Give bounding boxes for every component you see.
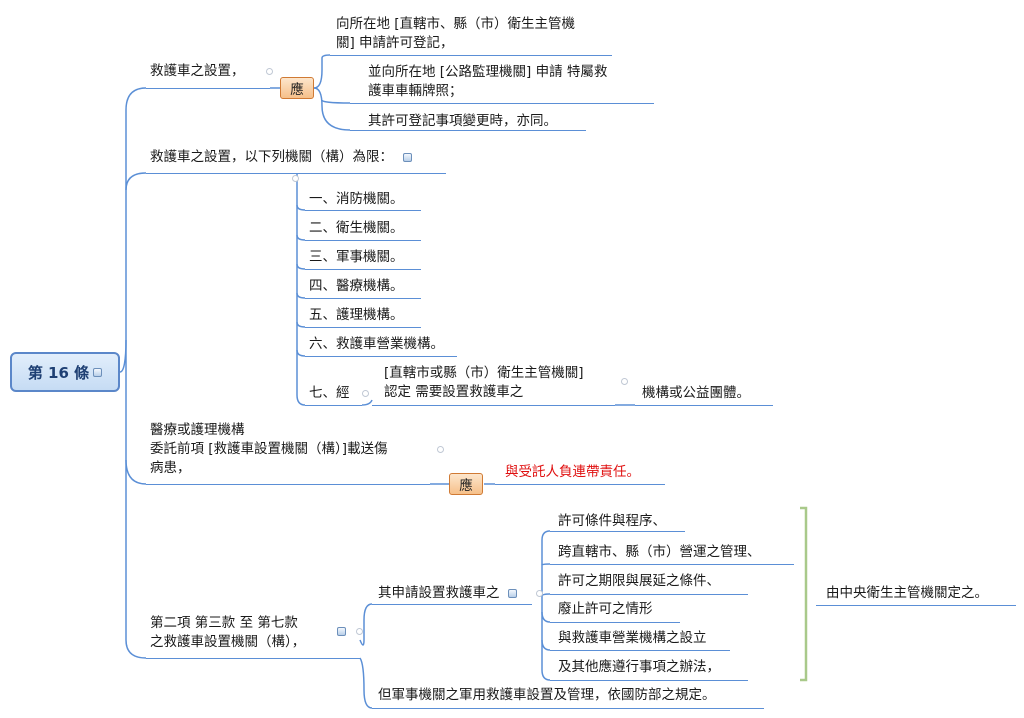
collapse-icon[interactable] bbox=[337, 627, 346, 636]
branch1-child-3[interactable]: 其許可登記事項變更時，亦同。 bbox=[368, 113, 557, 129]
branch4-text[interactable]: 第二項 第三款 至 第七款 之救護車設置機關（構）， bbox=[150, 615, 306, 650]
branch2-item-7[interactable]: 七、經 bbox=[309, 385, 350, 401]
branch4-sub1-result[interactable]: 由中央衛生主管機關定之。 bbox=[826, 585, 988, 601]
branch3-result[interactable]: 與受託人負連帶責任。 bbox=[505, 464, 640, 480]
branch2-item-7-end[interactable]: 機構或公益團體。 bbox=[642, 385, 750, 401]
branch2-item-4[interactable]: 四、醫療機構。 bbox=[309, 278, 404, 294]
branch1-child-2[interactable]: 並向所在地 [公路監理機關] 申請 特屬救 護車車輛牌照； bbox=[368, 64, 608, 99]
branch4-sub2[interactable]: 但軍事機關之軍用救護車設置及管理，依國防部之規定。 bbox=[378, 687, 716, 703]
branch2-item-5[interactable]: 五、護理機構。 bbox=[309, 307, 404, 323]
branch1-knob[interactable] bbox=[266, 68, 273, 75]
branch2-item-2[interactable]: 二、衛生機關。 bbox=[309, 220, 404, 236]
branch1-text[interactable]: 救護車之設置， bbox=[150, 63, 245, 79]
branch3-text[interactable]: 醫療或護理機構 委託前項 [救護車設置機關（構）]載送傷 病患， bbox=[150, 422, 388, 476]
branch1-tag[interactable]: 應 bbox=[280, 77, 314, 99]
collapse-icon[interactable] bbox=[507, 588, 517, 598]
branch2-text[interactable]: 救護車之設置，以下列機關（構）為限： bbox=[150, 148, 413, 167]
collapse-icon[interactable] bbox=[403, 152, 413, 162]
branch2-item-6[interactable]: 六、救護車營業機構。 bbox=[309, 336, 444, 352]
collapse-icon[interactable] bbox=[93, 367, 103, 377]
branch4-sub1-item-3[interactable]: 許可之期限與展延之條件、 bbox=[558, 573, 720, 589]
branch2-item-3[interactable]: 三、軍事機關。 bbox=[309, 249, 404, 265]
branch1-child-1[interactable]: 向所在地 [直轄市、縣（市）衛生主管機 關] 申請許可登記， bbox=[336, 16, 576, 51]
branch4-sub1-item-6[interactable]: 及其他應遵行事項之辦法， bbox=[558, 659, 720, 675]
branch2-item-1[interactable]: 一、消防機關。 bbox=[309, 191, 404, 207]
branch2-item-7-middle[interactable]: [直轄市或縣（市）衛生主管機關] 認定 需要設置救護車之 bbox=[384, 365, 584, 400]
root-label: 第 16 條 bbox=[27, 363, 90, 382]
branch2-knob[interactable] bbox=[292, 175, 299, 182]
branch4-sub1-item-2[interactable]: 跨直轄市、縣（市）營運之管理、 bbox=[558, 544, 761, 560]
branch4-sub1-item-1[interactable]: 許可條件與程序、 bbox=[558, 513, 666, 529]
branch4-sub1-item-5[interactable]: 與救護車營業機構之設立 bbox=[558, 630, 707, 646]
branch4-sub1[interactable]: 其申請設置救護車之 bbox=[378, 584, 517, 603]
branch4-sub1-item-4[interactable]: 廢止許可之情形 bbox=[558, 601, 653, 617]
root-node[interactable]: 第 16 條 bbox=[10, 352, 120, 392]
branch3-tag[interactable]: 應 bbox=[449, 473, 483, 495]
